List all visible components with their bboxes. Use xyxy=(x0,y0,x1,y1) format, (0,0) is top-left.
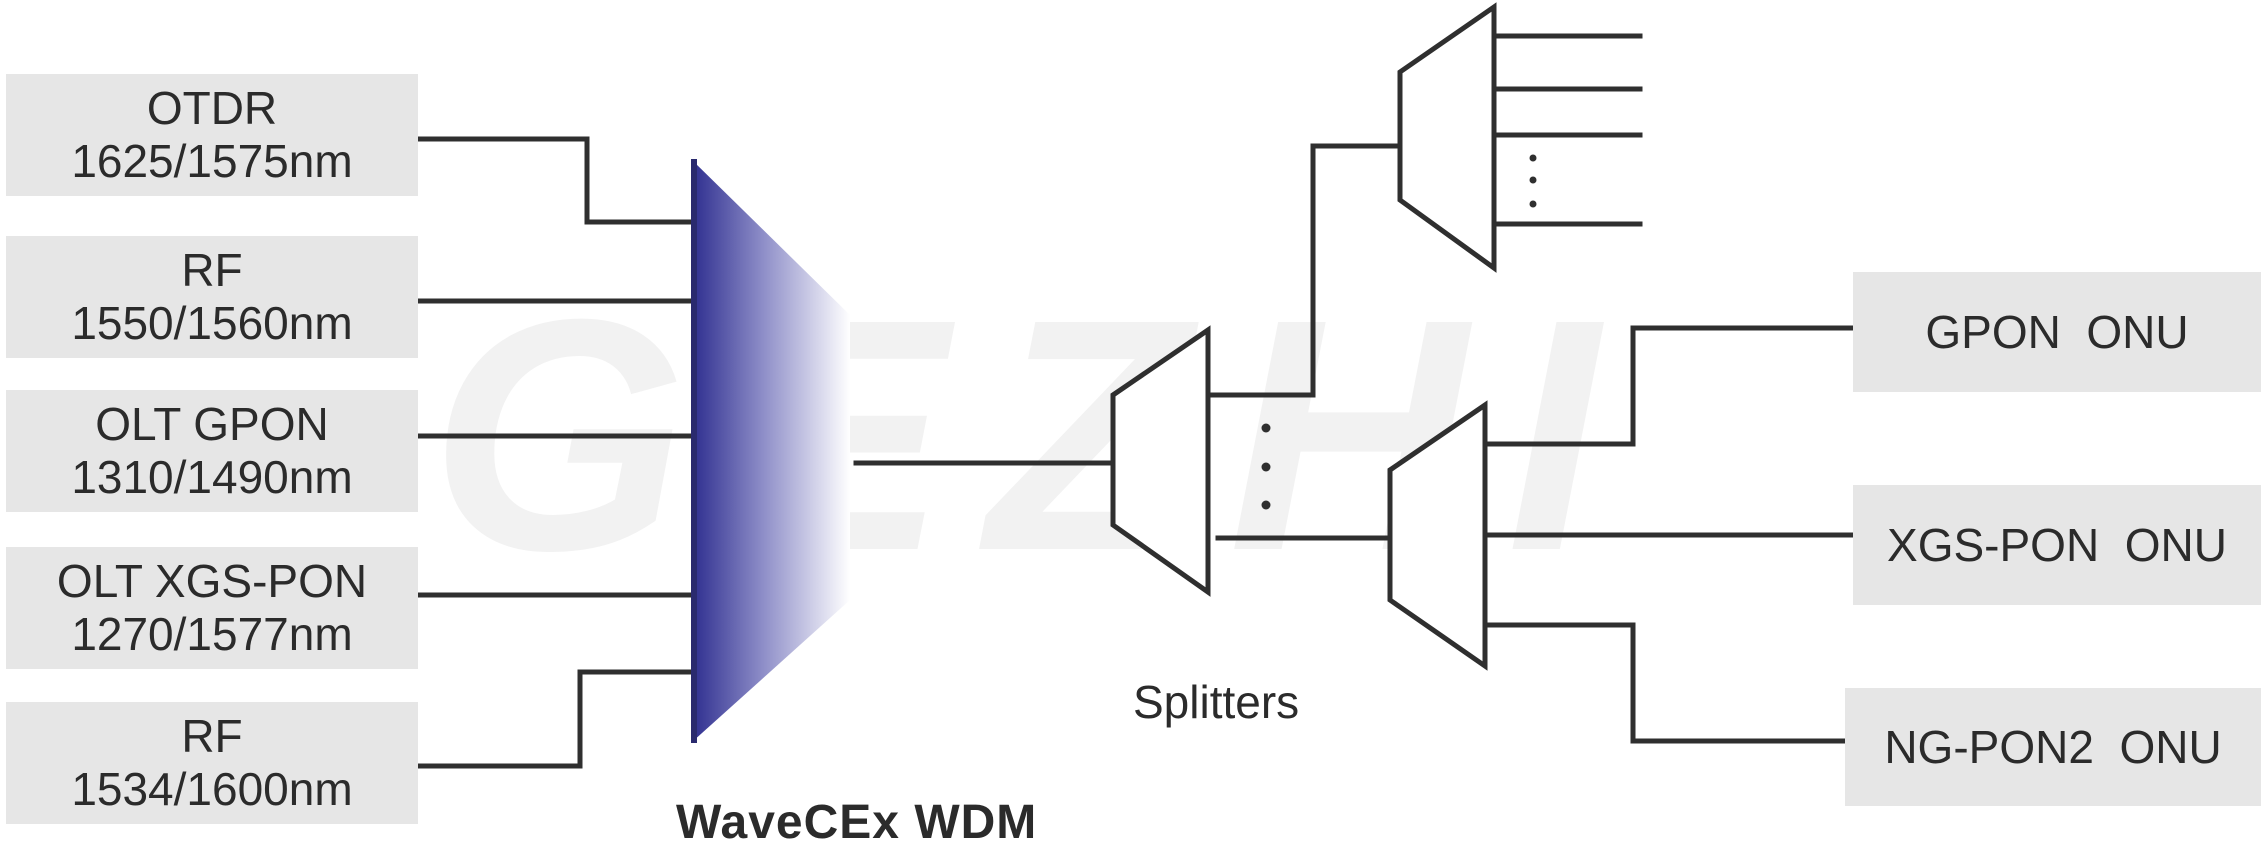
splitters-label: Splitters xyxy=(1133,676,1300,728)
output-box-gpon-onu: GPON ONU xyxy=(1853,272,2261,392)
input-box-otdr: OTDR 1625/1575nm xyxy=(6,74,418,196)
output-label: NG-PON2 ONU xyxy=(1884,720,2222,773)
output-label: GPON ONU xyxy=(1925,305,2189,358)
wire-otdr xyxy=(287,136,695,225)
splitter-primary xyxy=(1110,325,1211,597)
output-box-xgspon-onu: XGS-PON ONU xyxy=(1853,485,2261,605)
wire-to-gpon-onu xyxy=(1482,325,1856,447)
output-box-ngpon2-onu: NG-PON2 ONU xyxy=(1845,688,2261,806)
splitter-lower xyxy=(1387,400,1488,671)
splitter-upper xyxy=(1397,2,1497,273)
input-wavelength: 1625/1575nm xyxy=(71,135,353,187)
input-name: RF xyxy=(181,710,243,763)
ellipsis-dot xyxy=(1261,462,1271,472)
input-box-rf-1534: RF 1534/1600nm xyxy=(6,702,418,824)
wdm-label: WaveCEx WDM xyxy=(676,796,1038,849)
ellipsis-dot xyxy=(1261,500,1271,510)
input-name: OLT XGS-PON xyxy=(56,555,368,608)
input-name: OTDR xyxy=(146,82,278,135)
output-label: XGS-PON ONU xyxy=(1887,518,2227,571)
ellipsis-dot xyxy=(1529,176,1537,184)
wire-rf-1534 xyxy=(287,669,695,769)
input-wavelength: 1550/1560nm xyxy=(71,297,353,349)
input-name: OLT GPON xyxy=(95,398,329,451)
input-wavelength: 1270/1577nm xyxy=(71,608,353,660)
input-box-olt-xgspon: OLT XGS-PON 1270/1577nm xyxy=(6,547,418,669)
wire-splitter-up xyxy=(1205,143,1403,398)
input-box-rf-1550: RF 1550/1560nm xyxy=(6,236,418,358)
input-box-olt-gpon: OLT GPON 1310/1490nm xyxy=(6,390,418,512)
ellipsis-dot xyxy=(1261,423,1271,433)
input-name: RF xyxy=(181,244,243,297)
input-wavelength: 1310/1490nm xyxy=(71,451,353,503)
wdm-multiplexer xyxy=(692,160,850,742)
ellipsis-dot xyxy=(1529,200,1537,208)
wire-to-ngpon2-onu xyxy=(1482,622,1848,744)
ellipsis-dot xyxy=(1529,154,1537,162)
input-wavelength: 1534/1600nm xyxy=(71,763,353,815)
